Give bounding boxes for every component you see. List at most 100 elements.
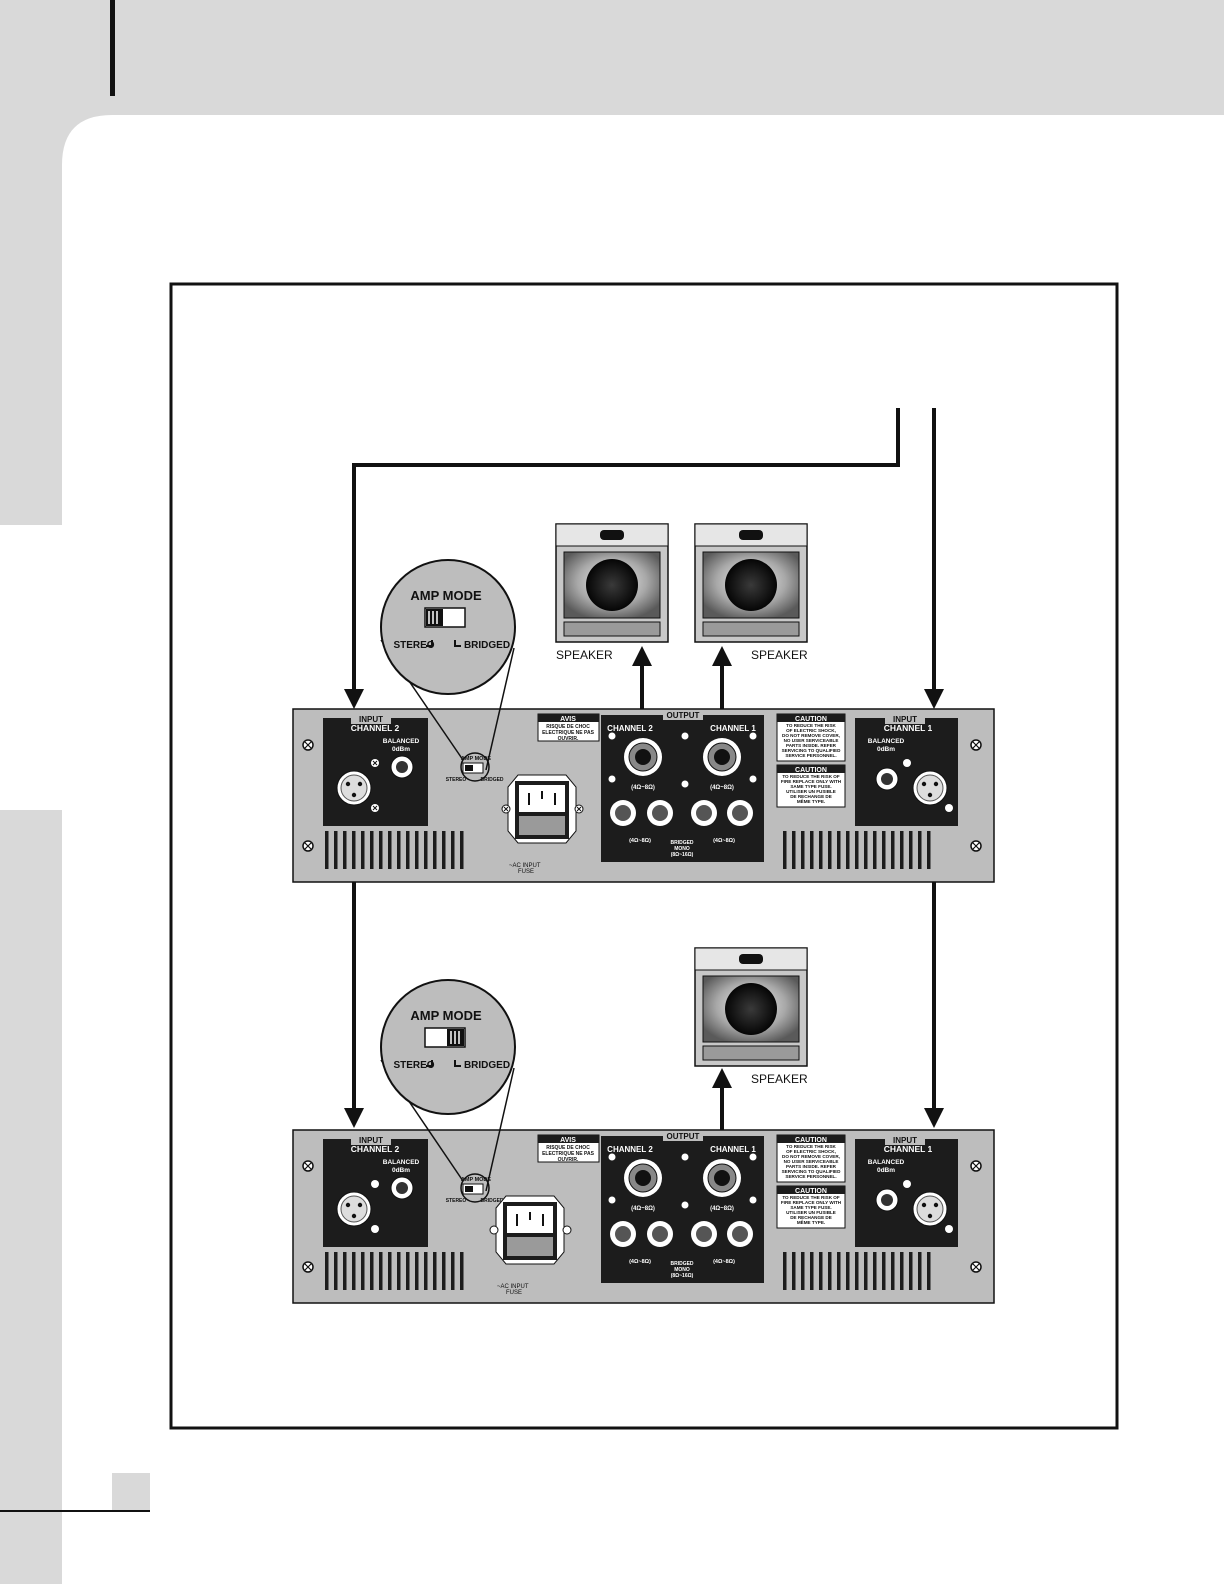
vent-slot — [828, 1252, 832, 1290]
binding-post-ch2-minus[interactable] — [610, 1221, 636, 1247]
svg-text:0dBm: 0dBm — [877, 746, 895, 753]
svg-text:CHANNEL 1: CHANNEL 1 — [884, 1144, 933, 1154]
vent-slot — [855, 831, 859, 869]
svg-text:SAME TYPE FUSE.: SAME TYPE FUSE. — [790, 1205, 831, 1210]
amp-mode-bridged-label: BRIDGED — [464, 640, 510, 651]
svg-text:(8Ω~16Ω): (8Ω~16Ω) — [671, 1273, 694, 1279]
svg-text:BRIDGED: BRIDGED — [670, 840, 693, 846]
screw-icon — [302, 1160, 314, 1172]
binding-post-ch1-minus[interactable] — [727, 800, 753, 826]
trs-input-jack[interactable] — [875, 767, 899, 791]
binding-post-ch1-plus[interactable] — [691, 1221, 717, 1247]
vent-slot — [343, 1252, 347, 1290]
speakon-output-ch2[interactable] — [624, 1159, 662, 1197]
svg-text:PARTS INSIDE. REFER: PARTS INSIDE. REFER — [786, 743, 837, 748]
svg-text:INPUT: INPUT — [893, 1136, 917, 1145]
svg-text:CHANNEL 2: CHANNEL 2 — [607, 1145, 653, 1154]
svg-text:SERVICING TO QUALIFIED: SERVICING TO QUALIFIED — [782, 748, 841, 753]
screw-icon — [970, 1261, 982, 1273]
speakon-output-ch2[interactable] — [624, 738, 662, 776]
svg-text:STEREO: STEREO — [446, 777, 467, 783]
svg-text:AVIS: AVIS — [560, 716, 576, 723]
caution-label-shock: CAUTION TO REDUCE THE RISK OF ELECTRIC S… — [776, 713, 846, 762]
svg-text:TO REDUCE THE RISK OF: TO REDUCE THE RISK OF — [782, 1195, 840, 1200]
vent-slot — [891, 1252, 895, 1290]
ac-power-inlet[interactable]: ~AC INPUT FUSE — [501, 774, 584, 875]
xlr-input-jack[interactable] — [912, 770, 948, 806]
svg-text:OUVRIR.: OUVRIR. — [558, 1157, 579, 1163]
amp-mode-callout-2: AMP MODE STEREO BRIDGED — [380, 979, 516, 1115]
vent-slot — [810, 831, 814, 869]
svg-text:UTILISER UN FUSIBLE: UTILISER UN FUSIBLE — [786, 789, 836, 794]
xlr-input-jack[interactable] — [336, 770, 372, 806]
amp-mode-stereo-label: STEREO — [393, 1060, 434, 1071]
vent-slot — [334, 1252, 338, 1290]
svg-text:OUVRIR.: OUVRIR. — [558, 736, 579, 742]
svg-text:TO REDUCE THE RISK OF: TO REDUCE THE RISK OF — [782, 774, 840, 779]
svg-text:CAUTION: CAUTION — [795, 767, 827, 774]
xlr-input-jack[interactable] — [336, 1191, 372, 1227]
svg-text:(4Ω~8Ω): (4Ω~8Ω) — [631, 1206, 655, 1212]
vent-slot — [361, 1252, 365, 1290]
svg-text:CHANNEL 1: CHANNEL 1 — [710, 1145, 756, 1154]
svg-text:(4Ω~8Ω): (4Ω~8Ω) — [713, 1259, 735, 1265]
svg-text:FIRE REPLACE ONLY WITH: FIRE REPLACE ONLY WITH — [781, 779, 842, 784]
header-bar-mark — [110, 0, 115, 96]
amp-mode-switch[interactable] — [424, 607, 466, 628]
vent-slot — [783, 1252, 787, 1290]
speakon-output-ch1[interactable] — [703, 738, 741, 776]
trs-input-jack[interactable] — [390, 755, 414, 779]
svg-text:INPUT: INPUT — [359, 715, 383, 724]
svg-text:FUSE: FUSE — [506, 1290, 522, 1296]
input-channel-1: INPUT CHANNEL 1 BALANCED 0dBm — [855, 715, 958, 826]
vent-slot — [846, 1252, 850, 1290]
svg-text:0dBm: 0dBm — [392, 1167, 410, 1174]
amp-mode-switch[interactable] — [424, 1027, 466, 1048]
input-channel-2: INPUT CHANNEL 2 BALANCED 0dBm — [323, 715, 428, 826]
svg-text:(4Ω~8Ω): (4Ω~8Ω) — [710, 1206, 734, 1212]
amp-mode-switch-small[interactable]: AMP MODE STEREO BRIDGED — [446, 1177, 504, 1204]
binding-post-ch2-minus[interactable] — [610, 800, 636, 826]
amp-mode-title: AMP MODE — [410, 1008, 482, 1023]
svg-text:CHANNEL 2: CHANNEL 2 — [351, 723, 400, 733]
binding-post-ch1-plus[interactable] — [691, 800, 717, 826]
screw-icon — [903, 759, 953, 812]
vent-slot — [819, 1252, 823, 1290]
binding-post-ch2-plus[interactable] — [647, 800, 673, 826]
vent-slot — [909, 1252, 913, 1290]
amp-mode-switch-small[interactable]: AMP MODE STEREO BRIDGED — [446, 756, 504, 783]
vent-slot — [864, 1252, 868, 1290]
speakon-output-ch1[interactable] — [703, 1159, 741, 1197]
vent-slot — [361, 831, 365, 869]
vent-slot — [352, 831, 356, 869]
svg-text:CHANNEL 2: CHANNEL 2 — [607, 724, 653, 733]
vent-slot — [415, 831, 419, 869]
vent-slot — [388, 1252, 392, 1290]
vent-slot — [406, 831, 410, 869]
amp-mode-stereo-label: STEREO — [393, 640, 434, 651]
amp-mode-bridged-label: BRIDGED — [464, 1060, 510, 1071]
vent-slot — [855, 1252, 859, 1290]
ac-power-inlet[interactable]: ~AC INPUT FUSE — [489, 1195, 572, 1296]
vent-slot — [397, 831, 401, 869]
svg-text:OUTPUT: OUTPUT — [667, 1132, 700, 1141]
screw-icon — [608, 1153, 757, 1209]
vent-slot — [900, 1252, 904, 1290]
vent-slot — [909, 831, 913, 869]
vent-slot — [388, 831, 392, 869]
output-panel: OUTPUT CHANNEL 2 CHANNEL 1 (4Ω~8Ω) (4Ω~8… — [601, 710, 764, 862]
trs-input-jack[interactable] — [390, 1176, 414, 1200]
svg-text:PARTS INSIDE. REFER: PARTS INSIDE. REFER — [786, 1164, 837, 1169]
xlr-input-jack[interactable] — [912, 1191, 948, 1227]
binding-post-ch2-plus[interactable] — [647, 1221, 673, 1247]
speaker-cone — [725, 559, 777, 611]
speaker-3: SPEAKER — [694, 947, 808, 1086]
vent-slot — [873, 831, 877, 869]
trs-input-jack[interactable] — [875, 1188, 899, 1212]
svg-text:(4Ω~8Ω): (4Ω~8Ω) — [629, 1259, 651, 1265]
svg-text:DE RECHANGE DE: DE RECHANGE DE — [790, 794, 832, 799]
vent-slot — [837, 1252, 841, 1290]
binding-post-ch1-minus[interactable] — [727, 1221, 753, 1247]
screw-icon — [302, 739, 314, 751]
amp-mode-title: AMP MODE — [410, 588, 482, 603]
